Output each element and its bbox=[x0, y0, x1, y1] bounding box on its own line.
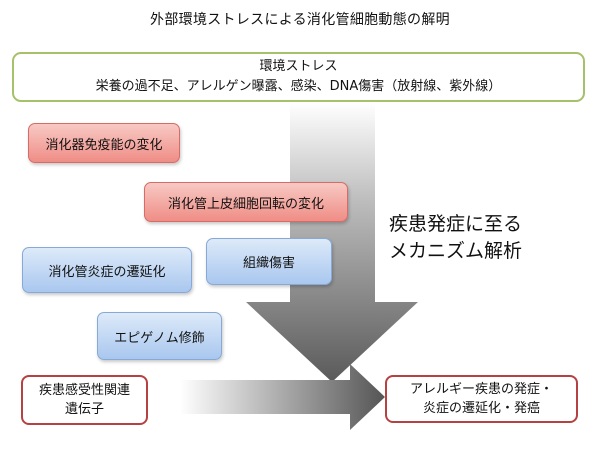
mechanism-analysis-label: 疾患発症に至る メカニズム解析 bbox=[389, 211, 589, 265]
tissue-injury-box: 組織傷害 bbox=[206, 238, 332, 285]
susceptibility-gene-box: 疾患感受性関連 遺伝子 bbox=[21, 375, 148, 425]
environment-stress-heading: 環境ストレス bbox=[259, 59, 338, 74]
downward-arrow bbox=[246, 103, 418, 382]
page-title: 外部環境ストレスによる消化管細胞動態の解明 bbox=[150, 12, 450, 28]
rightward-arrow bbox=[180, 364, 385, 430]
mechanism-label-line-1: 疾患発症に至る bbox=[389, 213, 523, 235]
prolonged-inflammation-box: 消化管炎症の遷延化 bbox=[22, 247, 192, 293]
environment-stress-box: 環境ストレス 栄養の過不足、アレルゲン曝露、感染、DNA傷害（放射線、紫外線） bbox=[12, 52, 585, 102]
environment-stress-items: 栄養の過不足、アレルゲン曝露、感染、DNA傷害（放射線、紫外線） bbox=[95, 79, 502, 94]
epigenome-modification-box: エピゲノム修飾 bbox=[97, 312, 222, 360]
epithelial-turnover-change-box: 消化管上皮細胞回転の変化 bbox=[144, 182, 348, 222]
outcome-box-line-2: 炎症の遷延化・発癌 bbox=[422, 401, 540, 416]
digestive-immunity-change-box: 消化器免疫能の変化 bbox=[28, 123, 180, 163]
disease-outcome-box: アレルギー疾患の発症・ 炎症の遷延化・発癌 bbox=[385, 375, 578, 423]
gene-box-line-1: 疾患感受性関連 bbox=[38, 383, 130, 398]
outcome-box-line-1: アレルギー疾患の発症・ bbox=[409, 382, 553, 397]
gene-box-line-2: 遺伝子 bbox=[64, 402, 104, 417]
mechanism-label-line-2: メカニズム解析 bbox=[389, 240, 523, 262]
